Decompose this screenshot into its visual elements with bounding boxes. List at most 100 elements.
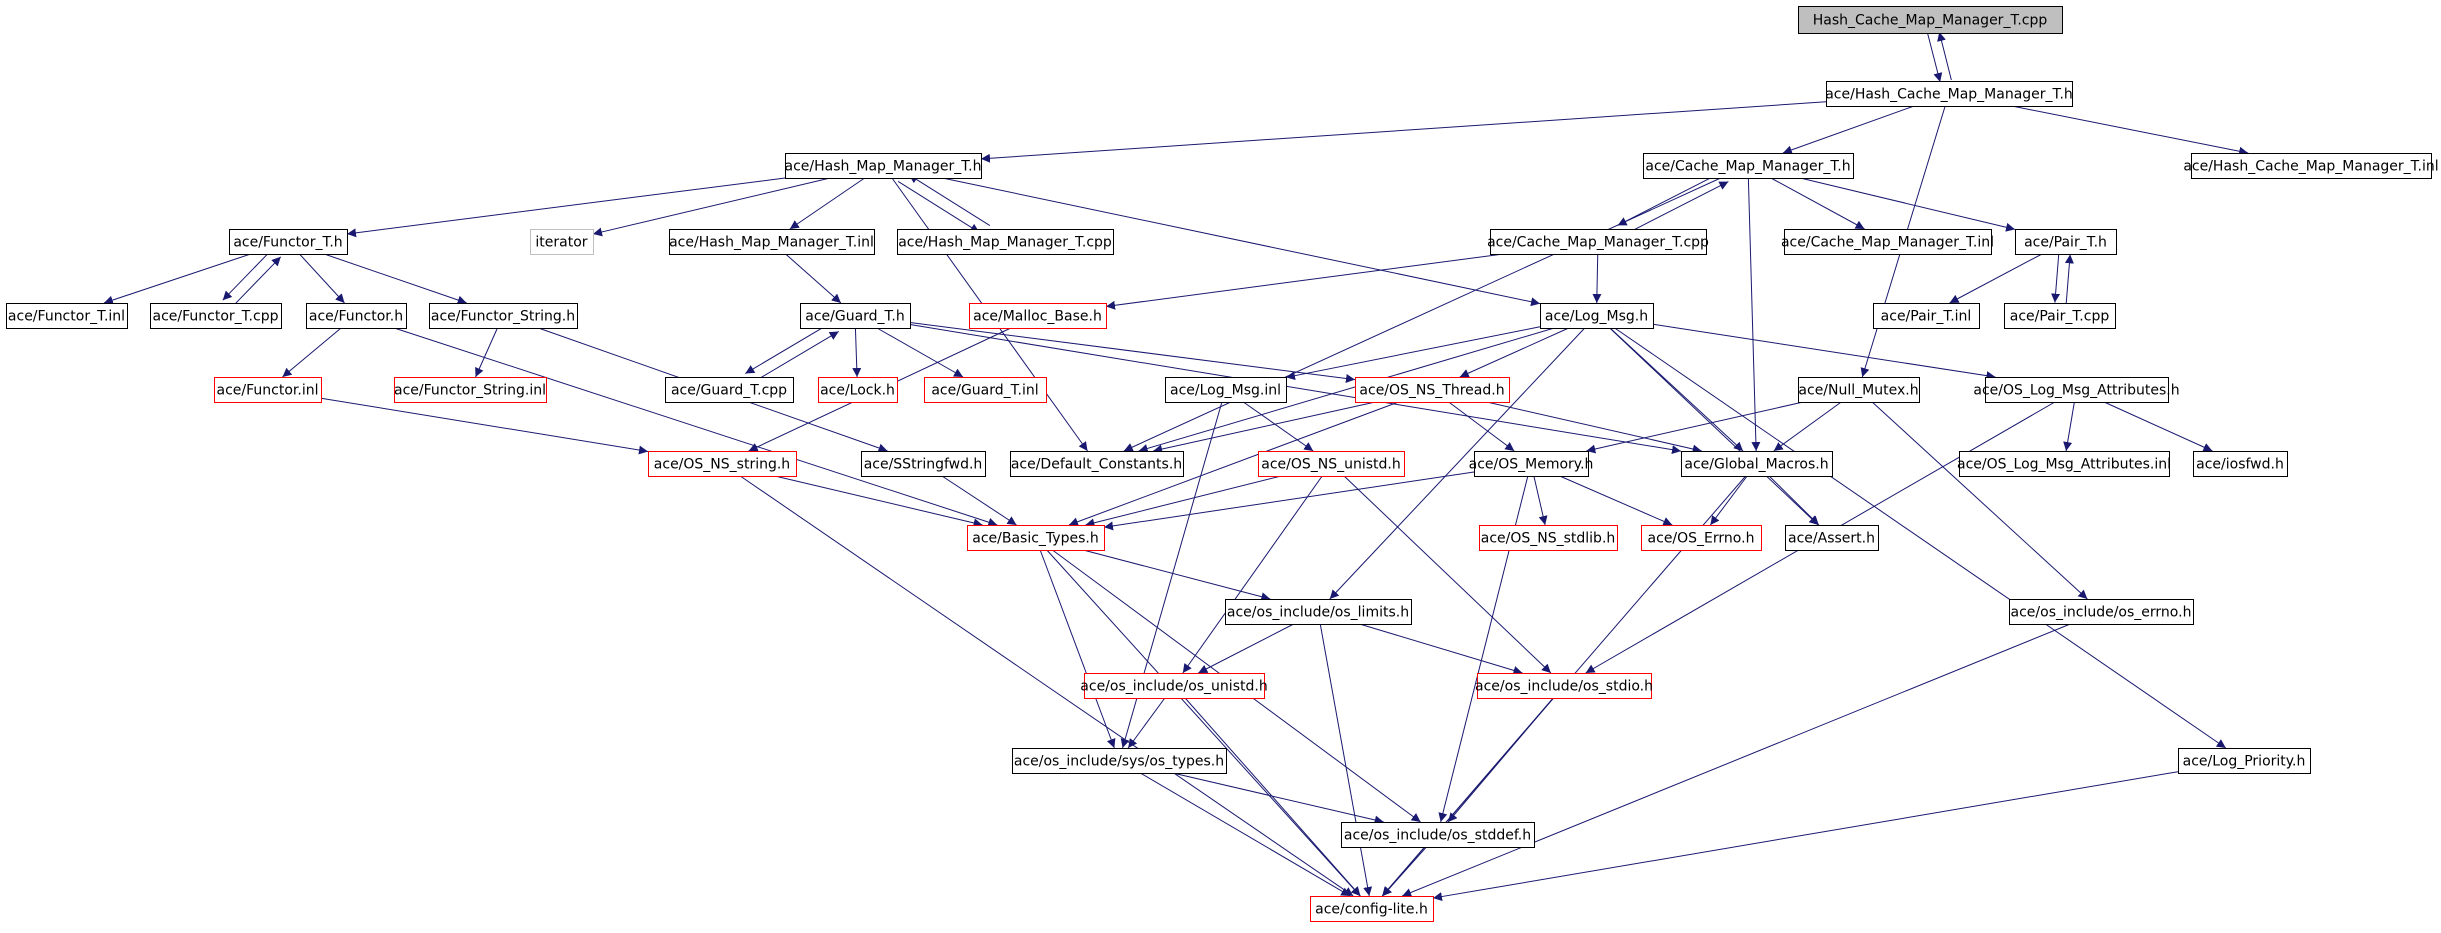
node-os_stddef[interactable]: ace/os_include/os_stddef.h (1341, 822, 1535, 848)
node-box (967, 525, 1105, 551)
node-os_ns_thread[interactable]: ace/OS_NS_Thread.h (1355, 377, 1510, 403)
node-label: ace/Log_Msg.h (1545, 309, 1648, 325)
node-os_stdio[interactable]: ace/os_include/os_stdio.h (1475, 673, 1653, 699)
node-basic_types[interactable]: ace/Basic_Types.h (967, 525, 1105, 551)
edge-log_msg_h-to-os_limits (1329, 327, 1586, 600)
node-label: ace/Cache_Map_Manager_T.inl (1781, 235, 1994, 251)
node-hcmm_h[interactable]: ace/Hash_Cache_Map_Manager_T.h (1825, 81, 2073, 107)
node-hmm_h[interactable]: ace/Hash_Map_Manager_T.h (784, 153, 982, 179)
node-default_constants[interactable]: ace/Default_Constants.h (1010, 451, 1184, 477)
node-os_log_msg_attr_inl[interactable]: ace/OS_Log_Msg_Attributes.inl (1957, 451, 2171, 477)
node-functor_h[interactable]: ace/Functor.h (306, 303, 407, 329)
edge-os_ns_thread-to-os_memory (1448, 401, 1515, 452)
node-hcmm_inl[interactable]: ace/Hash_Cache_Map_Manager_T.inl (2183, 153, 2439, 179)
node-label: ace/Guard_T.cpp (671, 383, 787, 399)
node-os_types[interactable]: ace/os_include/sys/os_types.h (1012, 748, 1227, 774)
edge-sstringfwd-to-basic_types (941, 475, 1017, 526)
node-functor_t_h[interactable]: ace/Functor_T.h (229, 229, 348, 255)
node-box (1258, 451, 1405, 477)
node-config_lite[interactable]: ace/config-lite.h (1310, 896, 1434, 922)
node-os_log_msg_attr[interactable]: ace/OS_Log_Msg_Attributes.h (1973, 377, 2180, 403)
node-root: Hash_Cache_Map_Manager_T.cpp (1798, 6, 2063, 34)
node-label: ace/Null_Mutex.h (1798, 383, 1918, 399)
edge-os_log_msg_attr-to-os_log_msg_attr_inl (2063, 401, 2075, 452)
node-iterator[interactable]: iterator (530, 229, 594, 255)
node-os_memory[interactable]: ace/OS_Memory.h (1469, 451, 1594, 477)
edge-guard_cpp-to-guard_h (755, 331, 839, 381)
node-box (1084, 673, 1265, 699)
node-os_limits[interactable]: ace/os_include/os_limits.h (1225, 599, 1412, 625)
edge-hmm_h-to-hmm_inl (789, 177, 865, 230)
node-pair_cpp[interactable]: ace/Pair_T.cpp (2004, 303, 2116, 329)
edge-basic_types-to-config_lite (1046, 549, 1361, 897)
node-guard_h[interactable]: ace/Guard_T.h (800, 303, 911, 329)
node-os_errno_inc[interactable]: ace/os_include/os_errno.h (2009, 599, 2194, 625)
edge-os_ns_thread-to-default_constants (1153, 401, 1376, 454)
node-functor_t_cpp[interactable]: ace/Functor_T.cpp (150, 303, 282, 329)
edge-basic_types-to-os_types (1039, 549, 1116, 749)
node-box (924, 377, 1047, 403)
edge-pair_h-to-pair_cpp (2051, 253, 2061, 303)
edge-log_msg_h-to-default_constants (1138, 327, 1555, 453)
node-os_errno_h[interactable]: ace/OS_Errno.h (1641, 525, 1762, 551)
edge-guard_h-to-guard_cpp (745, 324, 829, 374)
node-os_ns_string[interactable]: ace/OS_NS_string.h (648, 451, 797, 477)
node-label: ace/Global_Macros.h (1684, 457, 1828, 473)
edge-log_msg_h-to-os_log_msg_attr (1652, 323, 1996, 381)
node-lock_h[interactable]: ace/Lock.h (818, 377, 898, 403)
node-cmm_h[interactable]: ace/Cache_Map_Manager_T.h (1643, 153, 1854, 179)
node-os_ns_stdlib[interactable]: ace/OS_NS_stdlib.h (1479, 525, 1618, 551)
node-label: iterator (535, 235, 587, 251)
node-log_msg_h[interactable]: ace/Log_Msg.h (1540, 303, 1654, 329)
node-box (2009, 599, 2194, 625)
node-label: ace/OS_NS_stdlib.h (1481, 531, 1616, 547)
node-functor_string_inl[interactable]: ace/Functor_String.inl (394, 377, 547, 403)
node-assert_h[interactable]: ace/Assert.h (1785, 525, 1879, 551)
node-functor_string_h[interactable]: ace/Functor_String.h (429, 303, 578, 329)
node-box (897, 229, 1114, 255)
node-guard_inl[interactable]: ace/Guard_T.inl (924, 377, 1047, 403)
node-guard_cpp[interactable]: ace/Guard_T.cpp (665, 377, 794, 403)
node-functor_inl[interactable]: ace/Functor.inl (214, 377, 322, 403)
node-hmm_cpp[interactable]: ace/Hash_Map_Manager_T.cpp (897, 229, 1114, 255)
node-os_ns_unistd[interactable]: ace/OS_NS_unistd.h (1258, 451, 1405, 477)
node-label: ace/Hash_Cache_Map_Manager_T.h (1825, 87, 2073, 103)
edge-hmm_h-to-log_msg_h (942, 177, 1541, 307)
node-log_msg_inl[interactable]: ace/Log_Msg.inl (1165, 377, 1287, 403)
node-box (429, 303, 578, 329)
edge-log_msg_h-to-log_priority (1614, 327, 2227, 749)
node-iosfwd[interactable]: ace/iosfwd.h (2193, 451, 2288, 477)
node-pair_h[interactable]: ace/Pair_T.h (2015, 229, 2117, 255)
node-functor_t_inl[interactable]: ace/Functor_T.inl (6, 303, 128, 329)
node-cmm_cpp[interactable]: ace/Cache_Map_Manager_T.cpp (1487, 229, 1709, 255)
node-log_priority[interactable]: ace/Log_Priority.h (2178, 748, 2311, 774)
node-box (669, 229, 875, 255)
node-null_mutex[interactable]: ace/Null_Mutex.h (1798, 377, 1920, 403)
edge-null_mutex-to-os_memory (1586, 401, 1804, 454)
node-label: ace/Hash_Map_Manager_T.cpp (898, 235, 1112, 251)
edge-os_ns_unistd-to-os_unistd_inc (1182, 475, 1323, 674)
edge-os_limits-to-config_lite (1319, 623, 1373, 897)
node-box (800, 303, 911, 329)
node-global_macros[interactable]: ace/Global_Macros.h (1681, 451, 1833, 477)
node-box (1798, 377, 1920, 403)
edge-functor_t_h-to-functor_h (299, 253, 345, 304)
node-cmm_inl[interactable]: ace/Cache_Map_Manager_T.inl (1781, 229, 1994, 255)
node-os_unistd_inc[interactable]: ace/os_include/os_unistd.h (1080, 673, 1268, 699)
node-box (530, 229, 594, 255)
node-hmm_inl[interactable]: ace/Hash_Map_Manager_T.inl (669, 229, 875, 255)
node-box (861, 451, 986, 477)
edge-functor_h-to-functor_inl (282, 327, 342, 378)
node-label: ace/Log_Priority.h (2183, 754, 2306, 770)
edge-functor_h-to-basic_types (394, 327, 998, 527)
edge-log_priority-to-config_lite (1432, 771, 2179, 901)
node-box (1784, 229, 1992, 255)
edge-os_ns_thread-to-global_macros (1486, 401, 1702, 454)
node-label: ace/OS_NS_string.h (654, 457, 790, 473)
node-pair_inl[interactable]: ace/Pair_T.inl (1873, 303, 1980, 329)
edge-basic_types-to-os_limits (1083, 549, 1271, 602)
node-sstringfwd[interactable]: ace/SStringfwd.h (861, 451, 986, 477)
node-box (1012, 748, 1227, 774)
edge-functor_t_cpp-to-functor_t_h (232, 256, 282, 307)
node-malloc_base[interactable]: ace/Malloc_Base.h (969, 303, 1107, 329)
